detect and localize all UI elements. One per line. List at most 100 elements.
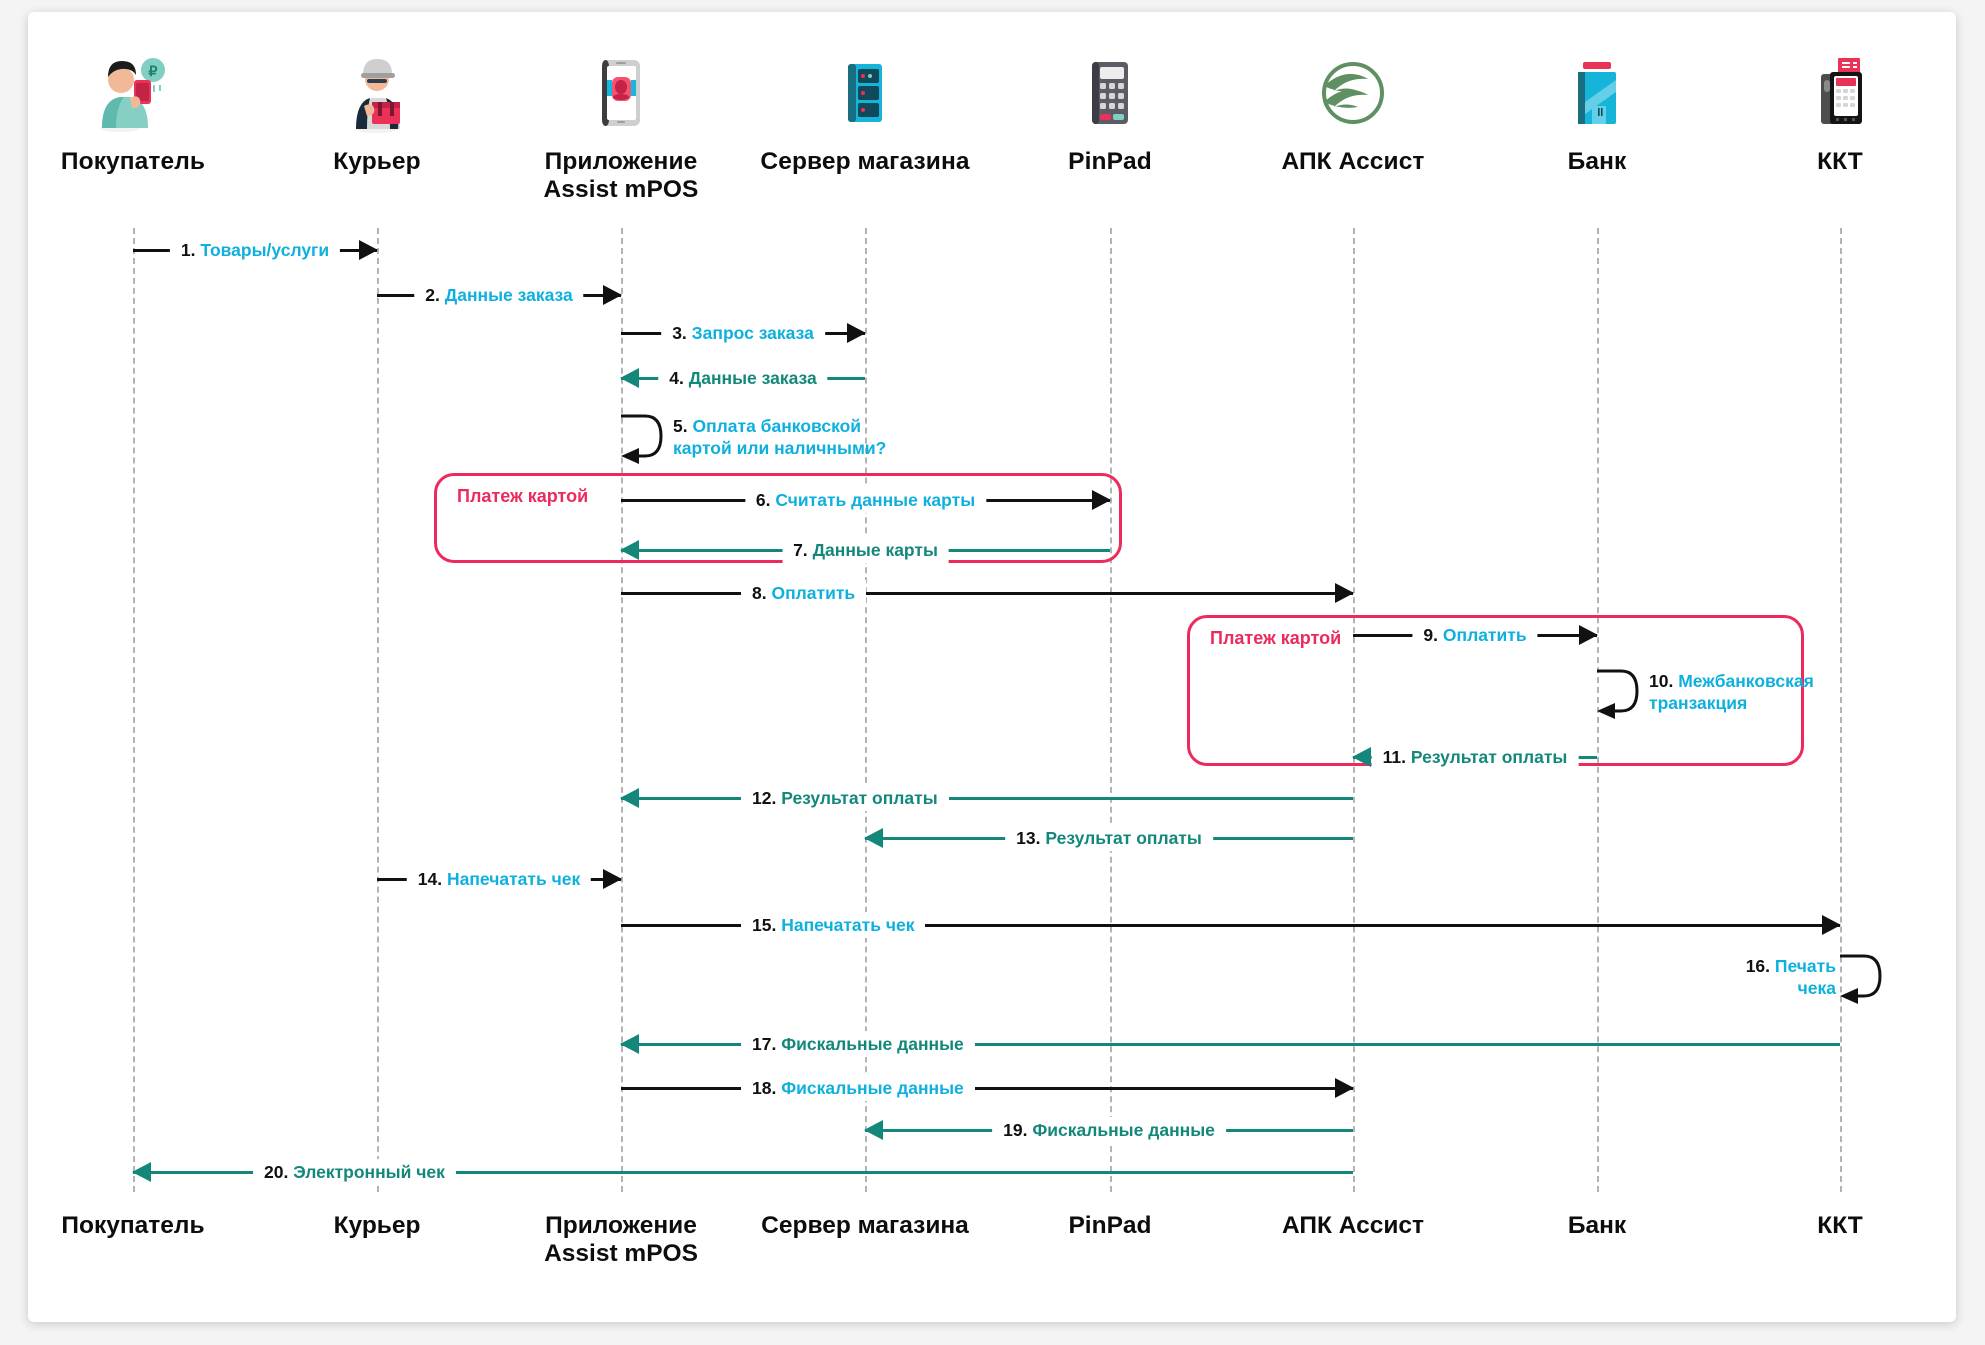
self-message-label: 10. Межбанковская транзакция	[1649, 671, 1879, 715]
self-message-label: 16. Печать чека	[1676, 956, 1836, 1000]
message-label: 13. Результат оплаты	[1005, 825, 1213, 851]
participant-pinpad: PinPad	[1000, 50, 1220, 176]
message-text: Оплатить	[1442, 625, 1527, 645]
message-number: 6.	[755, 490, 771, 510]
arrowhead-icon	[620, 540, 639, 560]
arrowhead-icon	[1335, 1078, 1354, 1098]
messages-layer: 1. Товары/услуги 2. Данные заказа 3. Запро…	[28, 12, 1956, 1322]
message-label: 8. Оплатить	[741, 580, 867, 606]
participant-label-mpos: Приложение Assist mPOS	[543, 148, 699, 204]
message-number: 18.	[752, 1078, 777, 1098]
message-15: 15. Напечатать чек	[621, 912, 1841, 938]
message-label: 6. Считать данные карты	[744, 487, 987, 513]
message-label: 11. Результат оплаты	[1371, 744, 1579, 770]
message-text: Результат оплаты	[1045, 828, 1202, 848]
message-text: Фискальные данные	[781, 1078, 964, 1098]
participants-top-row: ₽ Покупатель	[28, 12, 1956, 1322]
lifeline-kkt	[1840, 228, 1842, 1192]
arrowhead-icon	[620, 1034, 639, 1054]
lifeline-mpos	[621, 228, 623, 1192]
message-11: 11. Результат оплаты	[1352, 744, 1597, 770]
arrowhead-icon	[847, 323, 866, 343]
participant-bottom-label-pinpad: PinPad	[1068, 1212, 1152, 1239]
participant-label-server: Сервер магазина	[760, 148, 970, 175]
message-number: 16.	[1745, 956, 1771, 976]
message-line	[621, 797, 1353, 800]
cash-register-icon	[1730, 50, 1950, 136]
participant-label-buyer: Покупатель	[60, 148, 206, 175]
message-number: 15.	[752, 915, 777, 935]
participant-bottom-label-bank: Банк	[1567, 1212, 1627, 1239]
message-label: 17. Фискальные данные	[741, 1031, 975, 1057]
message-text: Результат оплаты	[781, 788, 938, 808]
message-text: Считать данные карты	[775, 490, 976, 510]
message-1: 1. Товары/услуги	[133, 237, 378, 263]
assist-leaf-logo-icon	[1243, 50, 1463, 136]
message-number: 2.	[425, 285, 440, 305]
message-9: 9. Оплатить	[1353, 622, 1598, 648]
participant-bottom-label-server: Сервер магазина	[761, 1212, 969, 1239]
message-line	[621, 1043, 1840, 1046]
arrowhead-icon	[603, 869, 622, 889]
arrowhead-icon	[620, 788, 639, 808]
message-12: 12. Результат оплаты	[620, 785, 1353, 811]
self-message-label: 5. Оплата банковской картой или наличным…	[673, 416, 903, 460]
self-message-5: 5. Оплата банковской картой или наличным…	[619, 410, 886, 472]
message-2: 2. Данные заказа	[377, 282, 622, 308]
buyer-with-phone-icon: ₽	[28, 50, 243, 136]
message-text: Данные заказа	[444, 285, 573, 305]
message-label: 3. Запрос заказа	[661, 320, 825, 346]
message-number: 5.	[673, 416, 688, 436]
message-19: 19. Фискальные данные	[864, 1117, 1353, 1143]
lifelines-layer	[28, 12, 1956, 1322]
message-text: Данные заказа	[688, 368, 817, 388]
participant-bank: Банк	[1487, 50, 1707, 176]
message-label: 15. Напечатать чек	[741, 912, 926, 938]
message-number: 19.	[1003, 1120, 1028, 1140]
message-text: Оплатить	[771, 583, 856, 603]
message-6: 6. Считать данные карты	[621, 487, 1111, 513]
message-label: 20. Электронный чек	[253, 1159, 456, 1185]
message-text: Запрос заказа	[691, 323, 814, 343]
message-number: 3.	[672, 323, 687, 343]
arrowhead-icon	[1822, 915, 1841, 935]
arrowhead-icon	[1579, 625, 1598, 645]
arrowhead-icon	[864, 828, 883, 848]
bank-card-icon	[1487, 50, 1707, 136]
svg-text:₽: ₽	[149, 63, 158, 79]
message-number: 12.	[752, 788, 777, 808]
lifeline-server	[865, 228, 867, 1192]
participant-server: Сервер магазина	[755, 50, 975, 176]
message-number: 4.	[669, 368, 684, 388]
arrowhead-icon	[620, 368, 639, 388]
message-number: 17.	[752, 1034, 777, 1054]
participant-bottom-label-kkt: ККТ	[1817, 1212, 1863, 1239]
participant-label-kkt: ККТ	[1817, 148, 1863, 175]
participant-bottom-label-buyer: Покупатель	[61, 1212, 205, 1239]
message-text: Напечатать чек	[781, 915, 915, 935]
message-14: 14. Напечатать чек	[377, 866, 622, 892]
message-text: Данные карты	[812, 540, 938, 560]
participant-buyer: ₽ Покупатель	[28, 50, 243, 176]
message-text: Фискальные данные	[781, 1034, 964, 1054]
participant-assist: АПК Ассист	[1243, 50, 1463, 176]
message-8: 8. Оплатить	[621, 580, 1354, 606]
participant-label-pinpad: PinPad	[1068, 148, 1152, 175]
message-3: 3. Запрос заказа	[621, 320, 866, 346]
message-label: 2. Данные заказа	[414, 282, 584, 308]
participant-bottom-label-mpos: Приложение Assist mPOS	[544, 1212, 698, 1268]
lifeline-courier	[377, 228, 379, 1192]
message-number: 13.	[1016, 828, 1041, 848]
message-label: 12. Результат оплаты	[741, 785, 949, 811]
message-number: 7.	[793, 540, 808, 560]
participant-label-bank: Банк	[1567, 148, 1627, 175]
message-label: 4. Данные заказа	[658, 365, 828, 391]
message-number: 14.	[417, 869, 443, 889]
arrowhead-icon	[132, 1162, 151, 1182]
arrowhead-icon	[1092, 490, 1111, 510]
message-text: Фискальные данные	[1032, 1120, 1215, 1140]
lifeline-assist	[1353, 228, 1355, 1192]
message-number: 10.	[1649, 671, 1674, 691]
arrowhead-icon	[1352, 747, 1371, 767]
